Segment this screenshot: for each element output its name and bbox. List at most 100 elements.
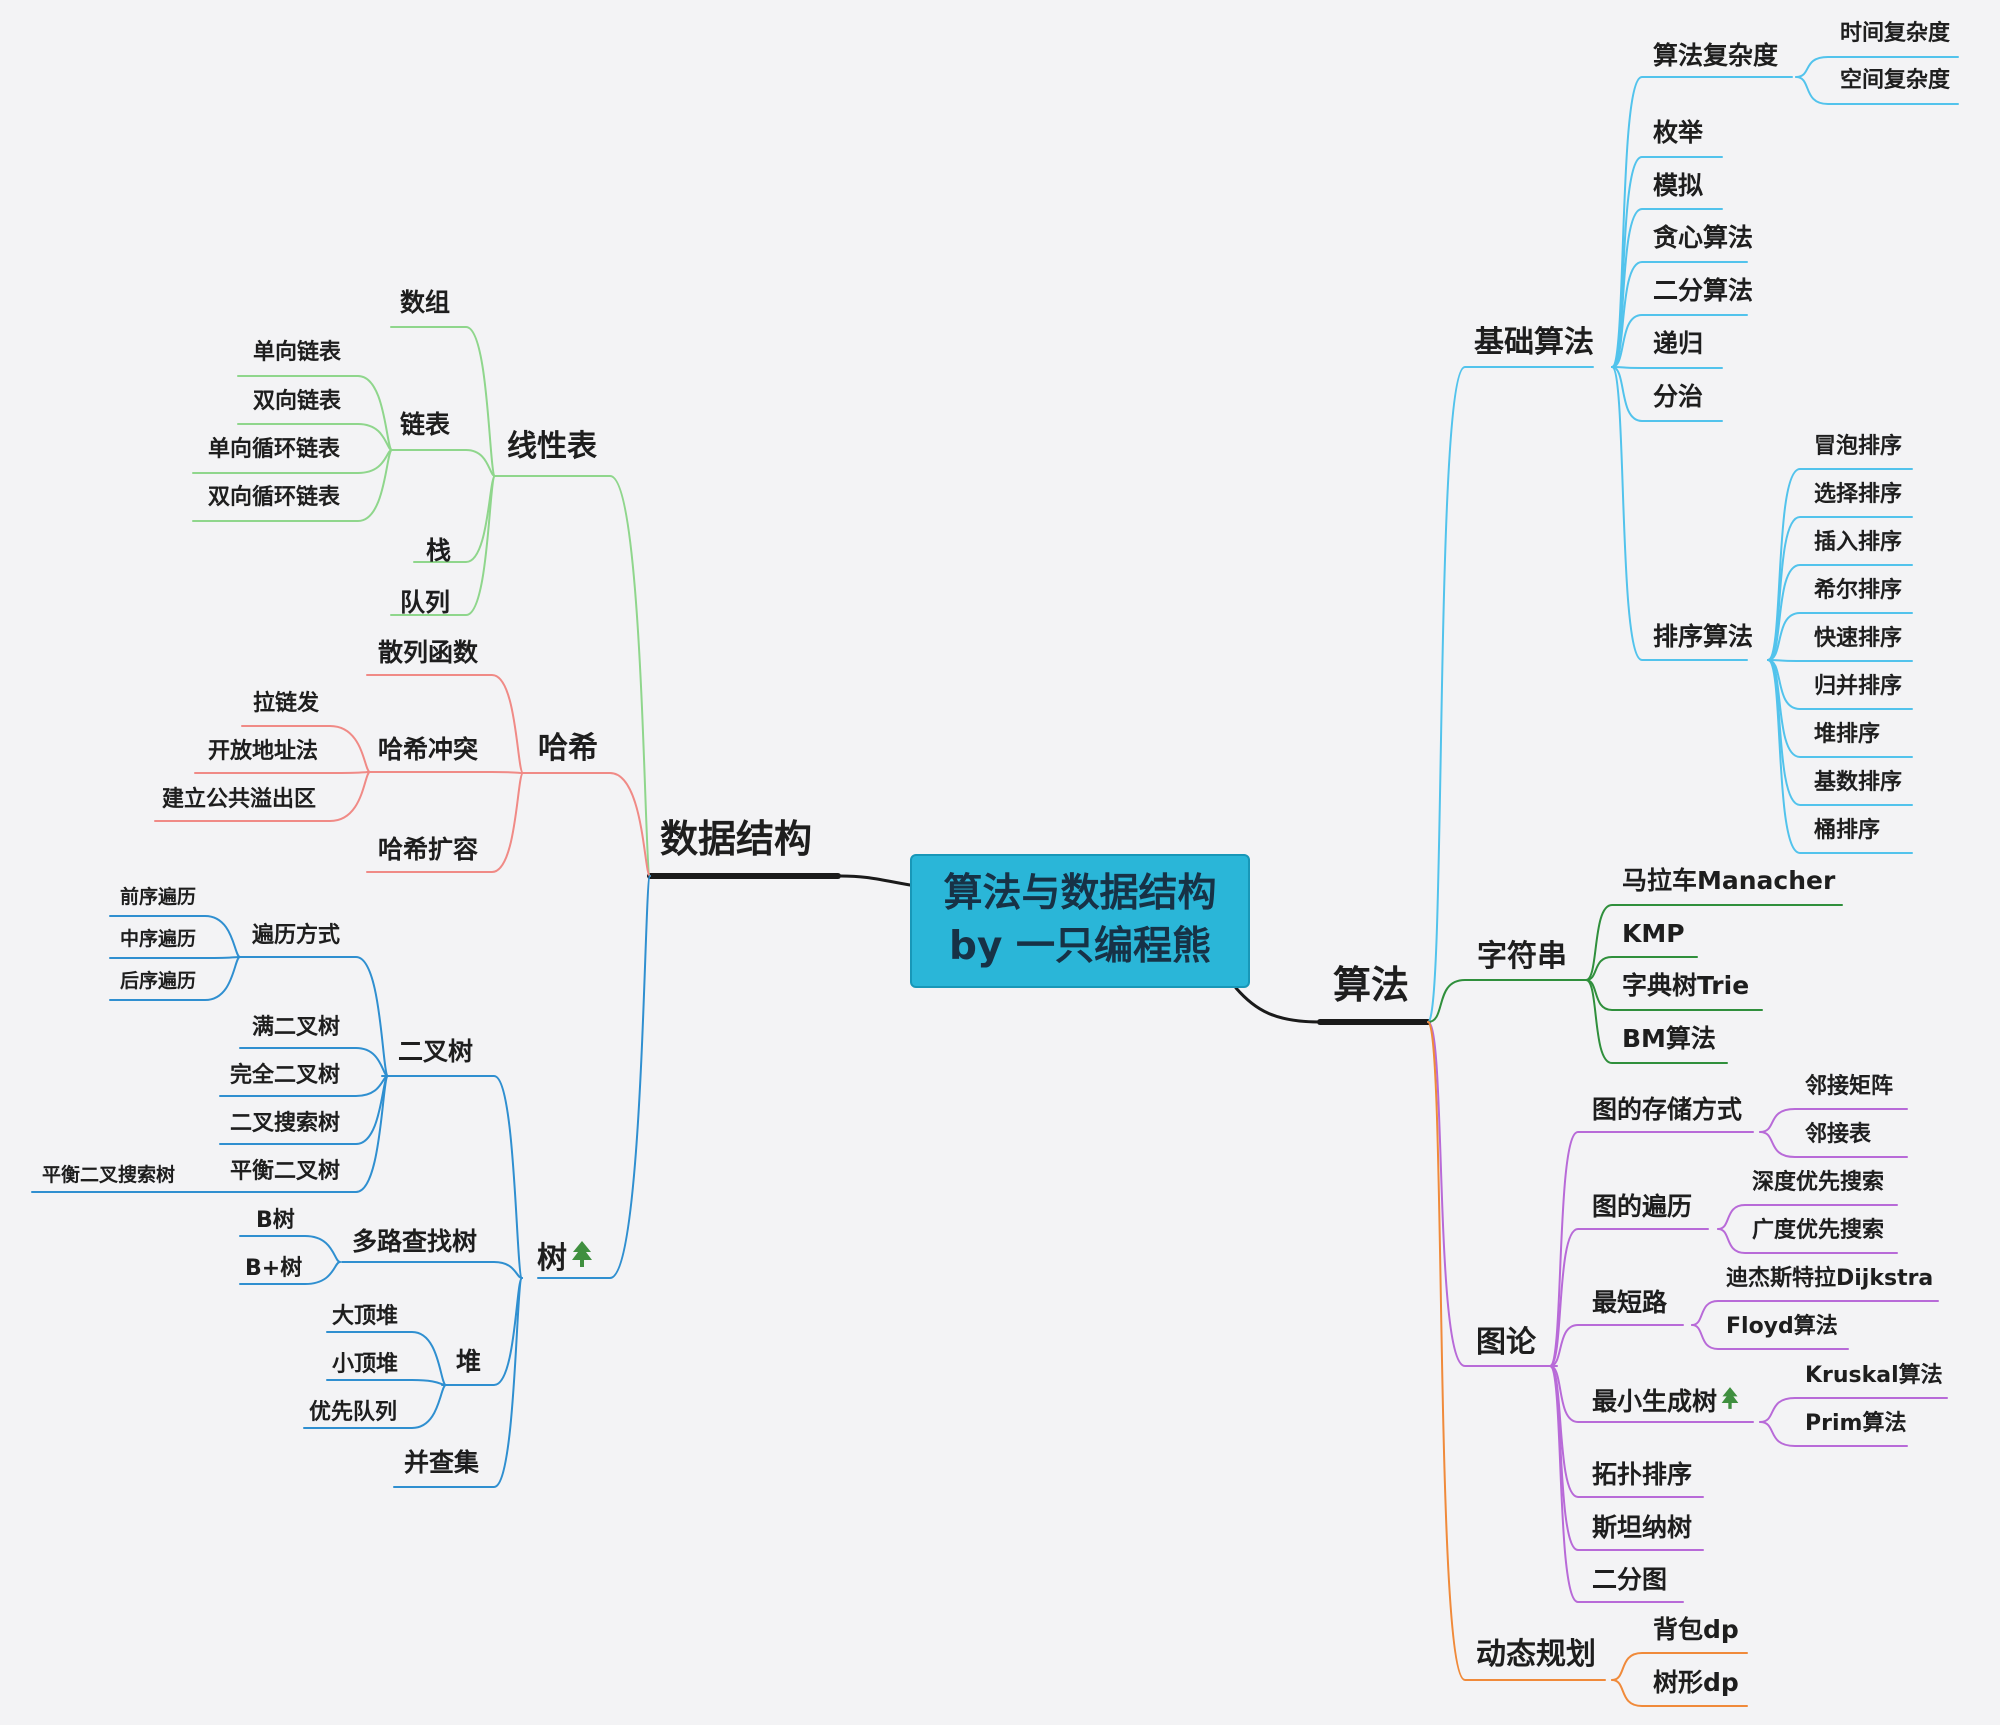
topic-circular-doubly[interactable]: 双向循环链表 bbox=[208, 485, 341, 510]
topic-mst[interactable]: 最小生成树 bbox=[1592, 1386, 1740, 1414]
topic-mst-label: 最小生成树 bbox=[1592, 1387, 1718, 1416]
topic-binary-search[interactable]: 二分算法 bbox=[1653, 276, 1754, 305]
topic-radix-sort[interactable]: 基数排序 bbox=[1814, 770, 1903, 795]
topic-tree[interactable]: 树 bbox=[537, 1240, 594, 1274]
connector-line bbox=[390, 449, 496, 477]
topic-balanced-binary-tree[interactable]: 平衡二叉树 bbox=[230, 1159, 341, 1184]
topic-kruskal[interactable]: Kruskal算法 bbox=[1805, 1363, 1943, 1388]
connector-line bbox=[237, 375, 393, 451]
topic-hash-resize[interactable]: 哈希扩容 bbox=[378, 835, 479, 864]
topic-adjacency-matrix[interactable]: 邻接矩阵 bbox=[1805, 1074, 1894, 1099]
topic-max-heap[interactable]: 大顶堆 bbox=[332, 1304, 399, 1329]
topic-hash-collision[interactable]: 哈希冲突 bbox=[378, 735, 479, 764]
topic-min-heap[interactable]: 小顶堆 bbox=[332, 1352, 399, 1377]
connector-line bbox=[239, 1235, 341, 1263]
topic-preorder[interactable]: 前序遍历 bbox=[120, 886, 197, 908]
topic-hash-function[interactable]: 散列函数 bbox=[378, 638, 479, 667]
topic-space-complexity[interactable]: 空间复杂度 bbox=[1840, 68, 1951, 93]
topic-data-structures[interactable]: 数据结构 bbox=[660, 817, 813, 861]
topic-time-complexity[interactable]: 时间复杂度 bbox=[1840, 21, 1951, 46]
topic-chaining[interactable]: 拉链发 bbox=[253, 691, 320, 716]
topic-dfs[interactable]: 深度优先搜索 bbox=[1752, 1170, 1885, 1195]
topic-knapsack-dp[interactable]: 背包dp bbox=[1653, 1615, 1739, 1644]
topic-heap[interactable]: 堆 bbox=[456, 1347, 482, 1376]
topic-bm[interactable]: BM算法 bbox=[1622, 1024, 1716, 1053]
topic-tree-dp[interactable]: 树形dp bbox=[1653, 1668, 1739, 1697]
topic-prim[interactable]: Prim算法 bbox=[1805, 1411, 1907, 1436]
connector-line bbox=[1717, 1228, 1898, 1254]
topic-singly-linked[interactable]: 单向链表 bbox=[253, 340, 342, 365]
connector-line bbox=[194, 771, 371, 774]
topic-multiway-tree[interactable]: 多路查找树 bbox=[352, 1227, 478, 1256]
topic-topological-sort[interactable]: 拓扑排序 bbox=[1592, 1460, 1693, 1489]
topic-bfs[interactable]: 广度优先搜索 bbox=[1752, 1218, 1885, 1243]
topic-array[interactable]: 数组 bbox=[400, 288, 451, 317]
topic-linear-list[interactable]: 线性表 bbox=[507, 429, 597, 464]
topic-graph-traversal[interactable]: 图的遍历 bbox=[1592, 1192, 1693, 1221]
topic-quick-sort[interactable]: 快速排序 bbox=[1814, 626, 1903, 651]
connector-line bbox=[1427, 1021, 1558, 1367]
topic-stack[interactable]: 栈 bbox=[426, 536, 452, 565]
topic-greedy[interactable]: 贪心算法 bbox=[1653, 223, 1754, 252]
topic-manacher[interactable]: 马拉车Manacher bbox=[1622, 866, 1836, 895]
topic-dynamic-programming[interactable]: 动态规划 bbox=[1476, 1637, 1596, 1672]
connector-line bbox=[494, 475, 651, 877]
topic-overflow-area[interactable]: 建立公共溢出区 bbox=[162, 787, 317, 812]
topic-union-find[interactable]: 并查集 bbox=[404, 1448, 480, 1477]
topic-graph-storage[interactable]: 图的存储方式 bbox=[1592, 1095, 1743, 1124]
topic-merge-sort[interactable]: 归并排序 bbox=[1814, 674, 1903, 699]
topic-complexity[interactable]: 算法复杂度 bbox=[1653, 41, 1779, 70]
topic-floyd[interactable]: Floyd算法 bbox=[1726, 1314, 1838, 1339]
topic-algorithms[interactable]: 算法 bbox=[1333, 963, 1410, 1007]
topic-adjacency-list[interactable]: 邻接表 bbox=[1805, 1122, 1872, 1147]
topic-linked-list[interactable]: 链表 bbox=[400, 410, 451, 439]
topic-dijkstra[interactable]: 迪杰斯特拉Dijkstra bbox=[1726, 1266, 1934, 1291]
topic-doubly-linked[interactable]: 双向链表 bbox=[253, 389, 342, 414]
topic-shell-sort[interactable]: 希尔排序 bbox=[1814, 578, 1903, 603]
topic-sorting[interactable]: 排序算法 bbox=[1653, 622, 1754, 651]
topic-kmp[interactable]: KMP bbox=[1622, 919, 1685, 948]
topic-bst[interactable]: 二叉搜索树 bbox=[230, 1111, 341, 1136]
topic-inorder[interactable]: 中序遍历 bbox=[120, 928, 197, 950]
topic-binary-tree[interactable]: 二叉树 bbox=[398, 1037, 474, 1066]
topic-divide-conquer[interactable]: 分治 bbox=[1653, 382, 1704, 411]
connector-line bbox=[109, 956, 241, 1001]
connector-line bbox=[109, 915, 241, 958]
root-topic[interactable]: 算法与数据结构 by 一只编程熊 bbox=[910, 854, 1250, 988]
topic-full-binary-tree[interactable]: 满二叉树 bbox=[252, 1015, 341, 1040]
topic-heap-sort[interactable]: 堆排序 bbox=[1814, 722, 1881, 747]
connector-line bbox=[381, 1075, 523, 1279]
topic-postorder[interactable]: 后序遍历 bbox=[120, 970, 197, 992]
topic-string[interactable]: 字符串 bbox=[1477, 939, 1567, 974]
topic-trie[interactable]: 字典树Trie bbox=[1622, 971, 1750, 1000]
topic-bplus-tree[interactable]: B+树 bbox=[245, 1256, 303, 1281]
connector-line bbox=[441, 1277, 523, 1386]
topic-enumeration[interactable]: 枚举 bbox=[1653, 118, 1704, 147]
connector-line bbox=[326, 1379, 447, 1386]
topic-steiner-tree[interactable]: 斯坦纳树 bbox=[1592, 1513, 1693, 1542]
topic-selection-sort[interactable]: 选择排序 bbox=[1814, 482, 1903, 507]
topic-simulation[interactable]: 模拟 bbox=[1653, 171, 1704, 200]
connector-line bbox=[239, 956, 389, 1077]
topic-queue[interactable]: 队列 bbox=[400, 588, 451, 617]
topic-circular-singly[interactable]: 单向循环链表 bbox=[208, 437, 341, 462]
topic-graph-theory[interactable]: 图论 bbox=[1476, 1325, 1536, 1360]
connector-line bbox=[1795, 56, 1959, 78]
topic-balanced-bst[interactable]: 平衡二叉搜索树 bbox=[42, 1164, 176, 1186]
connector-line bbox=[192, 449, 393, 522]
topic-traversal-methods[interactable]: 遍历方式 bbox=[252, 923, 341, 948]
topic-complete-binary-tree[interactable]: 完全二叉树 bbox=[230, 1063, 341, 1088]
topic-b-tree[interactable]: B树 bbox=[256, 1208, 295, 1233]
topic-insertion-sort[interactable]: 插入排序 bbox=[1814, 530, 1903, 555]
connector-line bbox=[1795, 76, 1959, 105]
topic-bubble-sort[interactable]: 冒泡排序 bbox=[1814, 434, 1903, 459]
connector-line bbox=[1611, 366, 1723, 369]
topic-bucket-sort[interactable]: 桶排序 bbox=[1814, 818, 1881, 843]
topic-shortest-path[interactable]: 最短路 bbox=[1592, 1288, 1668, 1317]
topic-bipartite-graph[interactable]: 二分图 bbox=[1592, 1565, 1668, 1594]
topic-hash[interactable]: 哈希 bbox=[538, 731, 598, 766]
topic-open-addressing[interactable]: 开放地址法 bbox=[208, 739, 319, 764]
topic-basic-algorithms[interactable]: 基础算法 bbox=[1474, 325, 1594, 360]
topic-recursion[interactable]: 递归 bbox=[1653, 329, 1704, 358]
topic-priority-queue[interactable]: 优先队列 bbox=[309, 1400, 398, 1425]
